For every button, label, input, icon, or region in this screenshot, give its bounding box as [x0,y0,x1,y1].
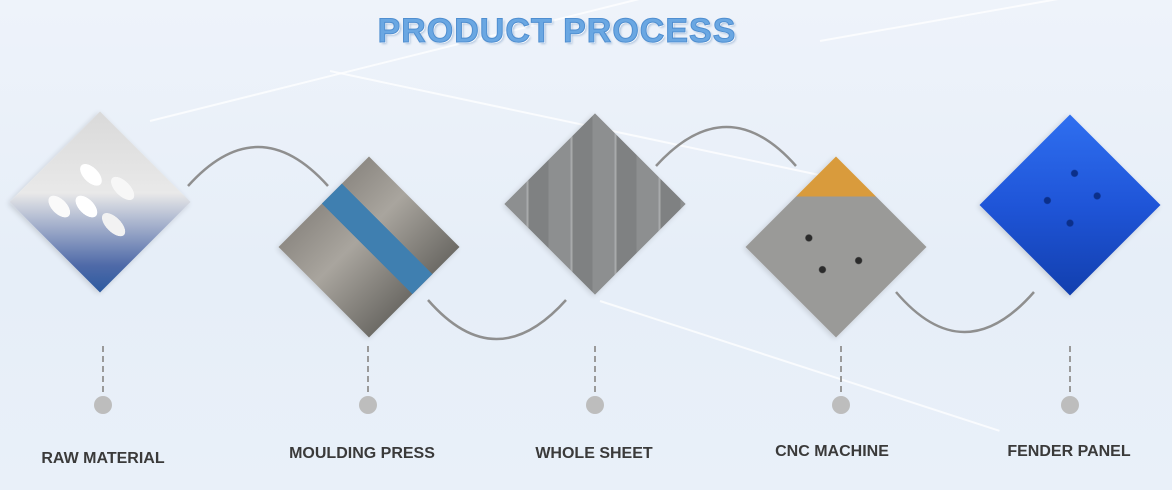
step-label: FENDER PANEL [1007,443,1131,460]
step-label: MOULDING PRESS [289,445,435,462]
page-title: PRODUCT PROCESS [377,12,737,51]
connector-arc [187,145,329,187]
step-connector-line [1069,346,1071,392]
step-dot [94,396,112,414]
connector-arc [895,291,1035,334]
step-dot [586,396,604,414]
connector-arc [427,299,567,341]
step-connector-line [594,346,596,392]
step-dot [832,396,850,414]
step-connector-line [102,346,104,392]
step-label: RAW MATERIAL [41,450,165,467]
connector-arc [655,125,797,167]
step-connector-line [367,346,369,392]
step-dot [359,396,377,414]
step-label: CNC MACHINE [775,443,889,460]
step-dot [1061,396,1079,414]
step-label: WHOLE SHEET [535,445,653,462]
step-connector-line [840,346,842,392]
